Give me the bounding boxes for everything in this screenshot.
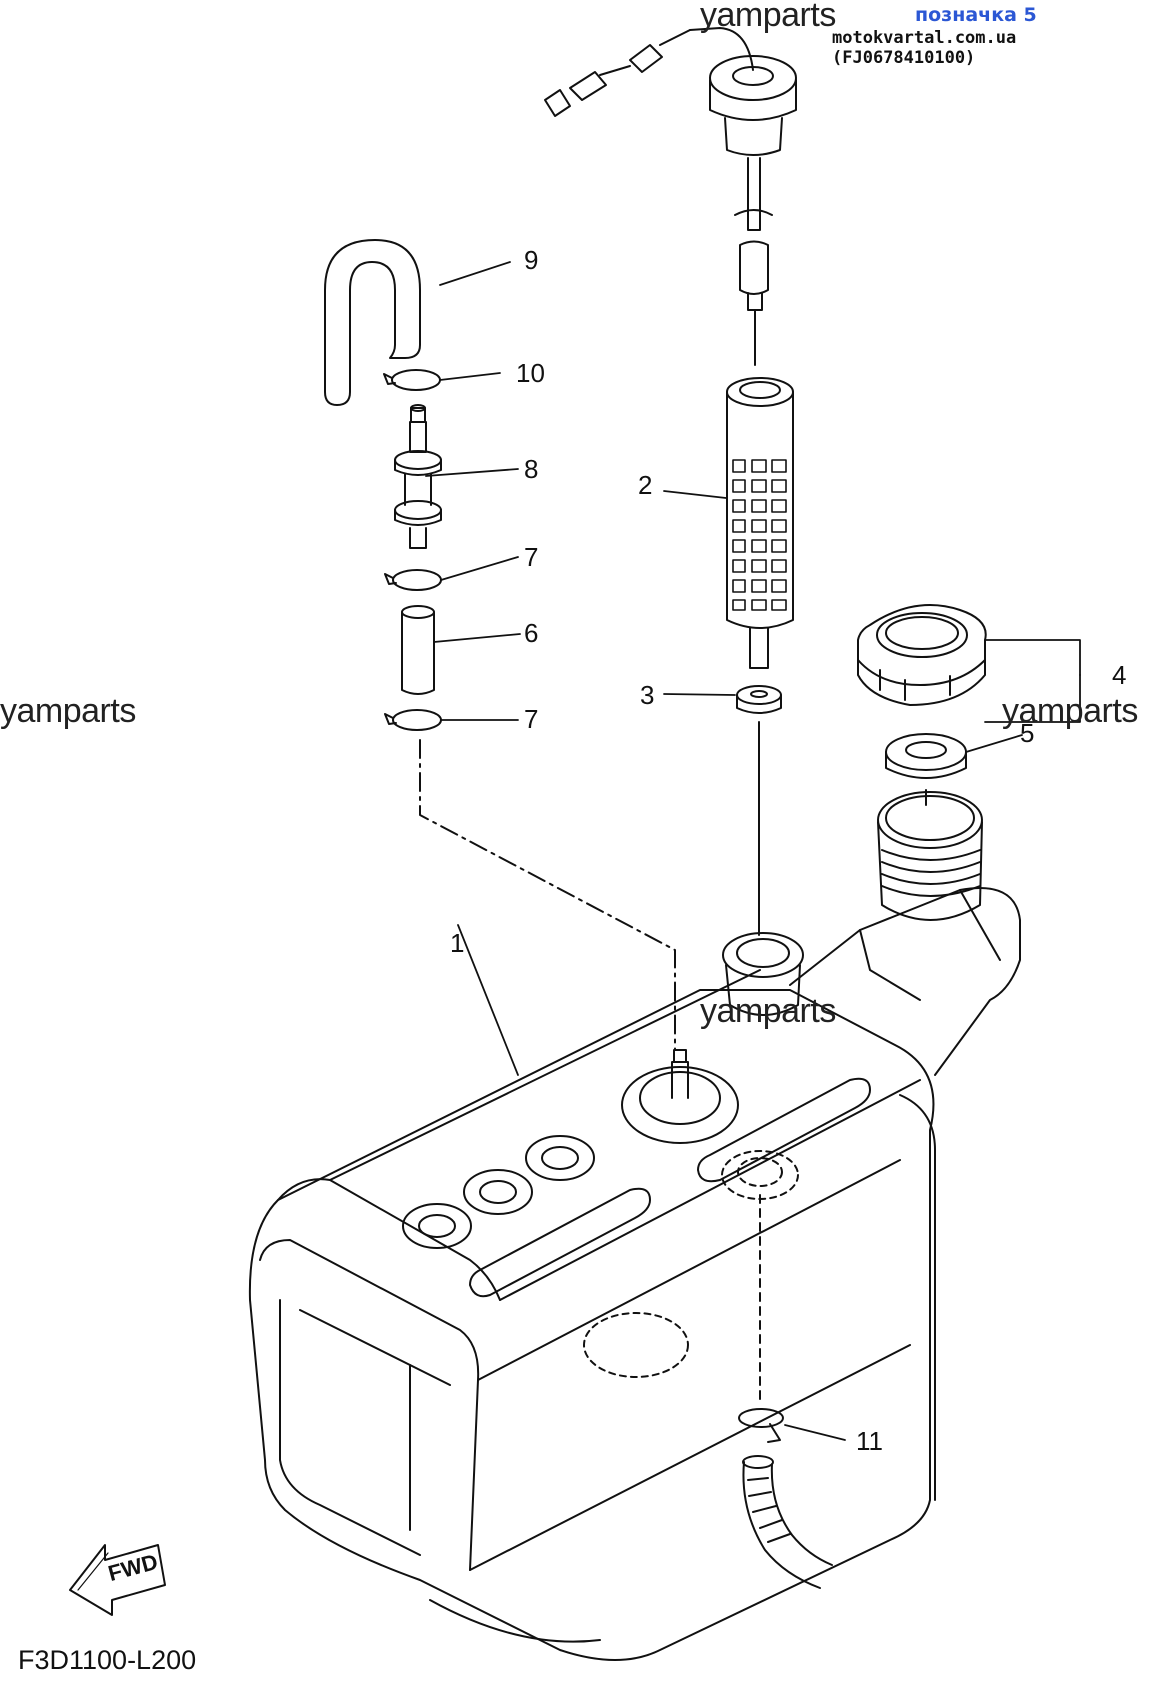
callout-8: 8 xyxy=(524,454,539,484)
callout-4: 4 xyxy=(1112,660,1127,690)
hose-part-6 xyxy=(401,605,435,695)
hose-clip-part-11 xyxy=(738,1194,784,1443)
fuel-cap-part-4 xyxy=(857,604,987,706)
callout-9: 9 xyxy=(524,245,539,275)
fuel-tank-part-1 xyxy=(248,791,1021,1661)
callout-7-lower: 7 xyxy=(524,704,539,734)
hose-clip-part-10 xyxy=(383,369,441,391)
callout-3: 3 xyxy=(640,680,655,710)
site-reference: motokvartal.com.ua (FJ0678410100) xyxy=(832,28,1017,68)
callout-7-upper: 7 xyxy=(524,542,539,572)
callout-10: 10 xyxy=(516,358,545,388)
hose-clip-part-7a xyxy=(384,569,442,591)
callout-5: 5 xyxy=(1020,718,1035,748)
fuel-filter-part-8 xyxy=(394,404,442,549)
assembly-line-6-to-tank xyxy=(419,739,676,1051)
gasket-part-5 xyxy=(885,733,967,806)
leader-lines xyxy=(425,261,1081,1441)
watermark-right: yamparts xyxy=(1002,692,1138,730)
grommet-part-3 xyxy=(736,685,782,936)
forward-arrow-icon xyxy=(69,1544,166,1616)
callout-1: 1 xyxy=(450,928,465,958)
callout-6: 6 xyxy=(524,618,539,648)
callout-11: 11 xyxy=(856,1426,883,1456)
callout-2: 2 xyxy=(638,470,653,500)
watermark-left: yamparts xyxy=(0,692,136,730)
hose-clip-part-7b xyxy=(384,709,442,731)
marker-link[interactable]: позначка 5 xyxy=(915,4,1037,26)
diagram-code: F3D1100-L200 xyxy=(18,1645,197,1675)
watermark-header: yamparts xyxy=(700,0,836,34)
hose-part-9 xyxy=(324,239,421,406)
watermark-center: yamparts xyxy=(700,992,836,1030)
fuel-gauge-sender-part-2 xyxy=(544,27,797,669)
fuel-line-hose xyxy=(742,1455,833,1589)
